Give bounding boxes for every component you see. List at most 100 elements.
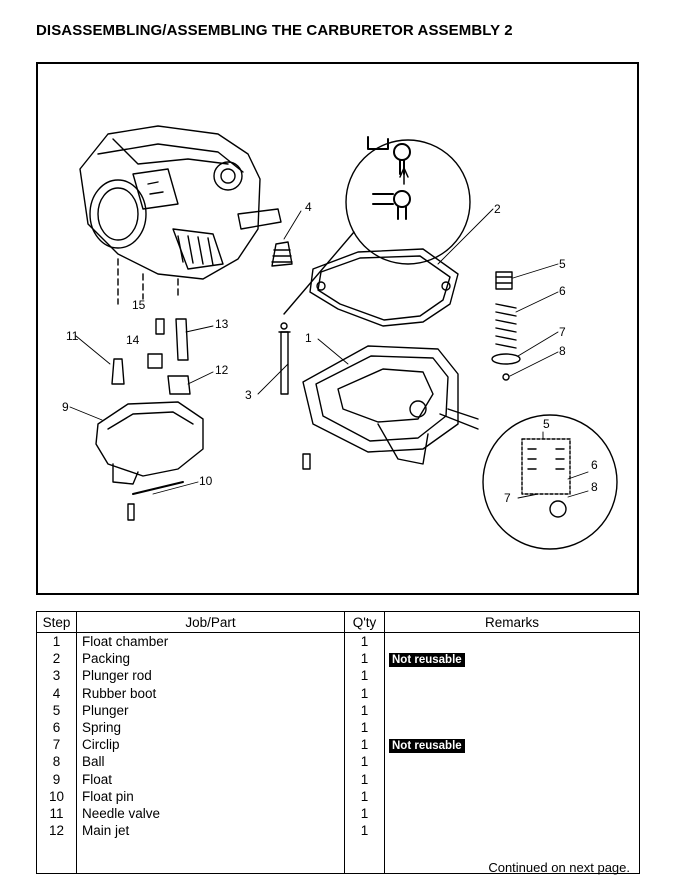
remarks-cell xyxy=(384,787,640,805)
carburetor-body xyxy=(79,125,282,305)
remarks-cell: Not reusable xyxy=(384,650,640,668)
detail-callout-8: 8 xyxy=(591,480,598,494)
remarks-cell xyxy=(384,770,640,788)
part-cell: Plunger rod xyxy=(76,667,345,685)
part-cell: Float chamber xyxy=(76,632,345,651)
detail-callout-7: 7 xyxy=(504,491,511,505)
filler-cell xyxy=(76,839,345,875)
not-reusable-badge: Not reusable xyxy=(389,653,465,668)
rubber-boot xyxy=(271,241,293,267)
callout-10: 10 xyxy=(199,474,213,488)
callout-1: 1 xyxy=(305,331,312,345)
qty-cell: 1 xyxy=(344,753,385,771)
plunger-spring-group xyxy=(491,271,521,381)
callout-12: 12 xyxy=(215,363,229,377)
not-reusable-badge: Not reusable xyxy=(389,739,465,754)
table-header-row: Step Job/Part Q'ty Remarks xyxy=(36,611,640,633)
header-part: Job/Part xyxy=(76,611,345,633)
part-cell: Needle valve xyxy=(76,804,345,823)
exploded-view-diagram: 4 2 5 6 7 8 1 3 12 13 14 15 11 9 10 5 6 … xyxy=(36,62,639,595)
callout-9: 9 xyxy=(62,400,69,414)
remarks-cell xyxy=(384,667,640,685)
part-cell: Rubber boot xyxy=(76,684,345,702)
filler-cell xyxy=(344,839,385,875)
continued-note: Continued on next page. xyxy=(488,860,630,875)
qty-cell: 1 xyxy=(344,718,385,737)
step-cell: 11 xyxy=(36,804,77,823)
callout-4: 4 xyxy=(305,200,312,214)
table-filler-row xyxy=(36,839,640,875)
part-cell: Spring xyxy=(76,718,345,737)
callout-11: 11 xyxy=(66,329,79,343)
detail-callout-6: 6 xyxy=(591,458,598,472)
callout-labels: 4 2 5 6 7 8 1 3 12 13 14 15 11 9 10 5 6 … xyxy=(62,200,598,505)
qty-cell: 1 xyxy=(344,770,385,788)
step-cell: 10 xyxy=(36,787,77,805)
remarks-cell xyxy=(384,804,640,823)
callout-2: 2 xyxy=(494,202,501,216)
callout-14: 14 xyxy=(126,333,140,347)
callout-8: 8 xyxy=(559,344,566,358)
qty-cell: 1 xyxy=(344,822,385,840)
step-cell: 1 xyxy=(36,632,77,651)
leader-lines xyxy=(69,208,589,499)
step-cell: 3 xyxy=(36,667,77,685)
callout-15: 15 xyxy=(132,298,146,312)
qty-cell: 1 xyxy=(344,632,385,651)
remarks-cell xyxy=(384,718,640,737)
callout-5: 5 xyxy=(559,257,566,271)
step-cell: 8 xyxy=(36,753,77,771)
page-title: DISASSEMBLING/ASSEMBLING THE CARBURETOR … xyxy=(36,22,513,39)
step-cell: 6 xyxy=(36,718,77,737)
callout-6: 6 xyxy=(559,284,566,298)
detail-circle-bottom xyxy=(439,413,618,550)
detail-callout-5: 5 xyxy=(543,417,550,431)
step-cell: 5 xyxy=(36,701,77,719)
remarks-cell xyxy=(384,822,640,840)
detail-circle-top xyxy=(283,136,471,315)
qty-cell: 1 xyxy=(344,804,385,823)
part-cell: Main jet xyxy=(76,822,345,840)
filler-cell xyxy=(36,839,77,875)
step-cell: 7 xyxy=(36,736,77,754)
packing-gasket xyxy=(309,248,459,327)
step-cell: 4 xyxy=(36,684,77,702)
callout-7: 7 xyxy=(559,325,566,339)
float-chamber xyxy=(302,345,479,465)
remarks-cell xyxy=(384,753,640,771)
step-cell: 2 xyxy=(36,650,77,668)
step-cell: 9 xyxy=(36,770,77,788)
filler-cell xyxy=(384,839,640,875)
qty-cell: 1 xyxy=(344,701,385,719)
qty-cell: 1 xyxy=(344,684,385,702)
carburetor-illustration: 4 2 5 6 7 8 1 3 12 13 14 15 11 9 10 5 6 … xyxy=(62,125,618,550)
float xyxy=(95,401,204,521)
qty-cell: 1 xyxy=(344,667,385,685)
remarks-cell: Not reusable xyxy=(384,736,640,754)
callout-13: 13 xyxy=(215,317,229,331)
part-cell: Circlip xyxy=(76,736,345,754)
qty-cell: 1 xyxy=(344,787,385,805)
header-qty: Q'ty xyxy=(344,611,385,633)
qty-cell: 1 xyxy=(344,650,385,668)
callout-3: 3 xyxy=(245,388,252,402)
qty-cell: 1 xyxy=(344,736,385,754)
part-cell: Float pin xyxy=(76,787,345,805)
part-cell: Float xyxy=(76,770,345,788)
remarks-cell xyxy=(384,632,640,651)
small-parts-left xyxy=(111,318,311,470)
header-remarks: Remarks xyxy=(384,611,640,633)
